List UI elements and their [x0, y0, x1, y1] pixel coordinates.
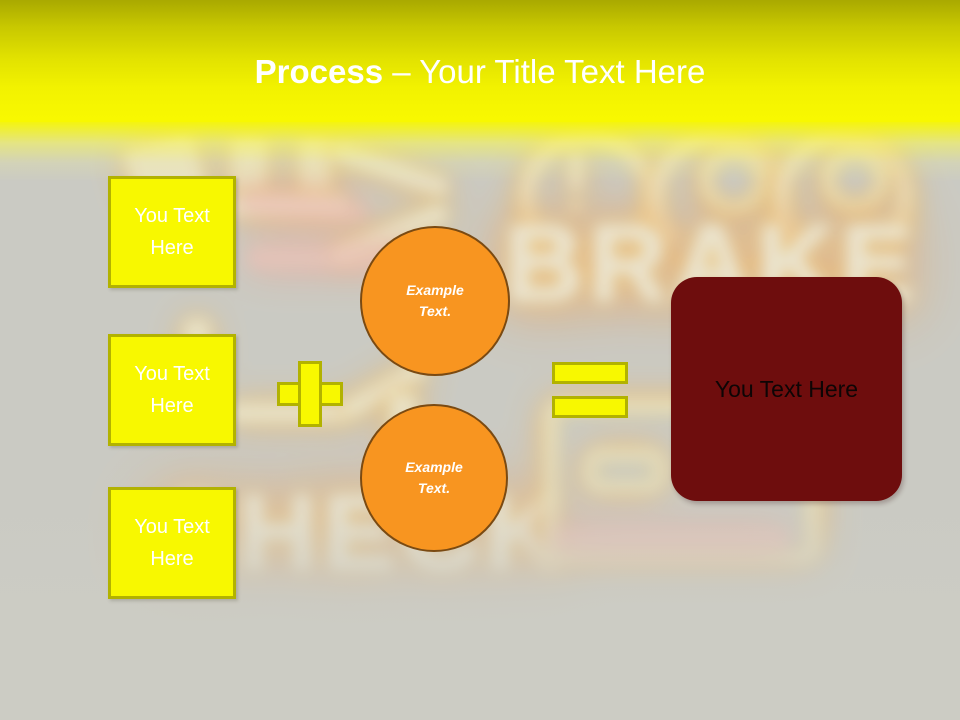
process-circle-1[interactable]: Example Text. [360, 226, 510, 376]
title-band-fade [0, 122, 960, 182]
page-title: Process – Your Title Text Here [0, 52, 960, 92]
process-circle-1-line2: Text. [418, 303, 452, 319]
equals-top-bar [552, 362, 628, 384]
process-circle-1-line1: Example [406, 282, 464, 298]
input-box-2[interactable]: You Text Here [108, 334, 236, 446]
equals-operator-icon [552, 362, 628, 418]
input-box-2-line1: You Text [134, 363, 210, 385]
input-box-3[interactable]: You Text Here [108, 487, 236, 599]
input-box-2-line2: Here [150, 395, 194, 417]
result-box[interactable]: You Text Here [671, 277, 902, 501]
plus-center-patch [301, 385, 319, 403]
input-box-3-line2: Here [150, 548, 194, 570]
input-box-3-line1: You Text [134, 516, 210, 538]
process-circle-2[interactable]: Example Text. [360, 404, 508, 552]
input-box-3-label: You Text Here [111, 511, 233, 575]
process-circle-2-label: Example Text. [362, 457, 506, 499]
process-circle-1-label: Example Text. [362, 280, 508, 322]
input-box-1[interactable]: You Text Here [108, 176, 236, 288]
process-circle-2-line2: Text. [417, 480, 451, 496]
plus-operator-icon [277, 361, 343, 427]
input-box-2-label: You Text Here [111, 358, 233, 422]
page-title-separator: – [383, 53, 420, 90]
input-box-1-line1: You Text [134, 205, 210, 227]
page-title-bold: Process [254, 53, 384, 90]
equals-bottom-bar [552, 396, 628, 418]
neon-exclaim-dot-icon [570, 200, 582, 212]
input-box-1-label: You Text Here [111, 200, 233, 264]
title-band [0, 0, 960, 122]
result-box-label: You Text Here [714, 375, 859, 402]
process-circle-2-line1: Example [405, 459, 463, 475]
input-box-1-line2: Here [150, 237, 194, 259]
page-title-rest: Your Title Text Here [419, 53, 706, 90]
